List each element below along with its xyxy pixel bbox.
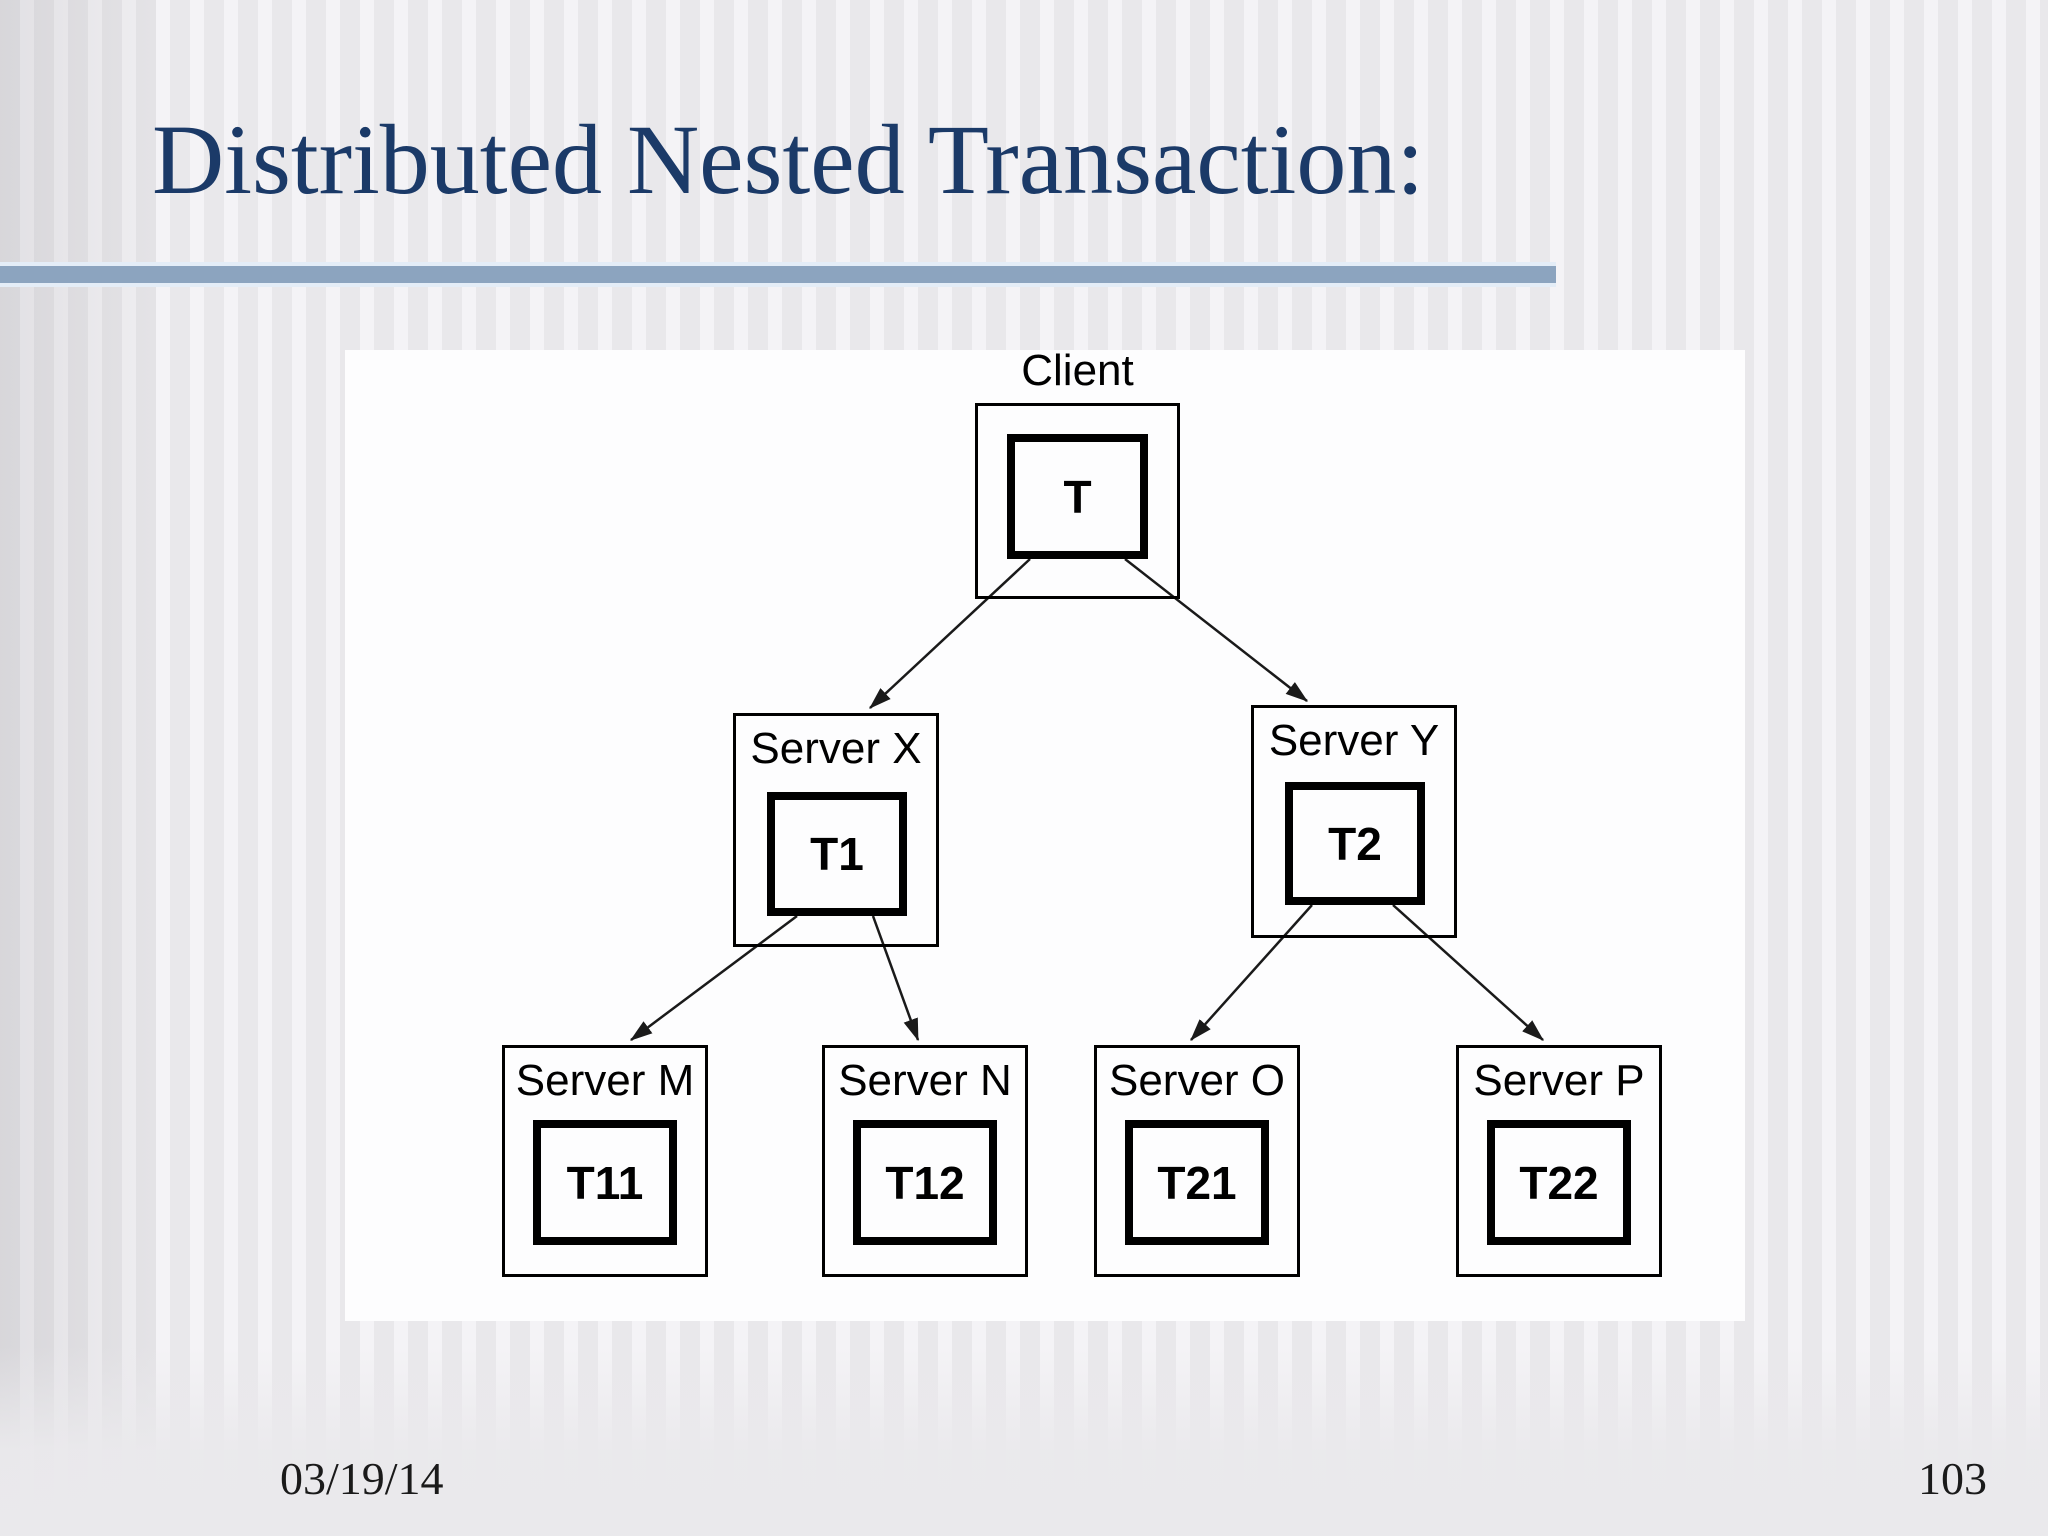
footer-page-number: 103 [1918, 1453, 1987, 1504]
edge-T2-T21 [1190, 904, 1313, 1041]
page-title: Distributed Nested Transaction: [152, 104, 1425, 215]
transaction-box-T2: T2 [1285, 782, 1425, 905]
node-label-server-p: Server P [1473, 1056, 1645, 1105]
transaction-box-T11: T11 [533, 1120, 677, 1245]
node-box-server-m [502, 1045, 708, 1277]
node-box-server-x [733, 713, 939, 947]
node-box-server-o [1094, 1045, 1300, 1277]
edge-T1-T12 [871, 915, 920, 1042]
node-box-server-n [822, 1045, 1028, 1277]
diagram-panel: Client T Server X T1 Server Y T2 Server … [345, 346, 1745, 1321]
edge-T-T1 [869, 558, 1031, 709]
edge-arrows [629, 558, 1544, 1042]
edge-T-T2 [1124, 558, 1308, 702]
transaction-box-T22: T22 [1487, 1120, 1631, 1245]
node-label-client: Client [1021, 346, 1134, 395]
edge-T2-T22 [1392, 904, 1544, 1041]
node-box-server-p [1456, 1045, 1662, 1277]
node-box-client [975, 403, 1180, 599]
transaction-box-T1: T1 [767, 792, 907, 916]
transaction-box-T21: T21 [1125, 1120, 1269, 1245]
node-label-server-o: Server O [1108, 1056, 1286, 1105]
node-label-server-m: Server M [515, 1056, 695, 1105]
node-label-server-x: Server X [750, 724, 922, 773]
node-label-server-n: Server N [838, 1056, 1012, 1105]
node-box-server-y [1251, 705, 1457, 938]
transaction-box-T: T [1007, 434, 1148, 559]
title-underline-rule [0, 262, 1556, 287]
node-label-server-y: Server Y [1268, 716, 1440, 765]
transaction-box-T12: T12 [853, 1120, 997, 1245]
edge-T1-T11 [629, 914, 798, 1042]
footer-date: 03/19/14 [280, 1453, 444, 1504]
